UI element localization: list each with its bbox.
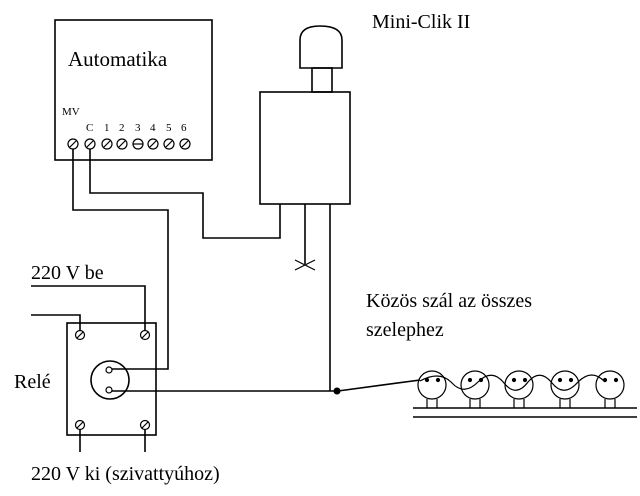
terminal-6-label: 6 — [181, 122, 187, 134]
screw-terminal-icon — [67, 138, 79, 150]
common-wire — [419, 374, 606, 391]
sensor-body — [259, 91, 351, 205]
terminal-2-label: 2 — [119, 122, 125, 134]
common-junction — [333, 387, 341, 395]
valve-icon — [417, 370, 447, 408]
relay-coil-icon — [90, 360, 130, 400]
screw-terminal-icon — [132, 138, 144, 150]
input-220-label: 220 V be — [31, 262, 104, 284]
screw-terminal-icon — [147, 138, 159, 150]
sensor-cap — [299, 25, 343, 69]
wires — [31, 149, 421, 452]
screw-terminal-icon — [84, 138, 96, 150]
valve-manifold — [413, 370, 637, 418]
terminal-c-label: C — [86, 122, 93, 134]
common-wire-label-1: Közös szál az összes — [366, 290, 532, 312]
relay-box — [66, 322, 157, 436]
relay-label: Relé — [14, 371, 51, 393]
screw-terminal-icon — [179, 138, 191, 150]
screw-terminal-icon — [74, 419, 86, 431]
terminal-5-label: 5 — [166, 122, 172, 134]
screw-terminal-icon — [163, 138, 175, 150]
controller-box — [54, 19, 213, 161]
common-wire-label-2: szelephez — [366, 319, 444, 341]
controller-title: Automatika — [68, 47, 168, 71]
sensor-label: Mini-Clik II — [372, 11, 470, 33]
cutter-icon — [294, 259, 316, 271]
screw-terminal-icon — [74, 329, 86, 341]
relay-terminals — [74, 329, 151, 431]
screw-terminal-icon — [101, 138, 113, 150]
screw-terminal-icon — [116, 138, 128, 150]
valve-icon — [550, 370, 580, 408]
valve-icon — [595, 370, 625, 408]
terminal-1-label: 1 — [104, 122, 110, 134]
terminal-3-label: 3 — [135, 122, 141, 134]
terminal-4-label: 4 — [150, 122, 156, 134]
terminal-strip — [67, 138, 191, 150]
output-220-label: 220 V ki (szivattyúhoz) — [31, 463, 220, 485]
terminal-mv-label: MV — [62, 106, 80, 118]
screw-terminal-icon — [139, 419, 151, 431]
sensor-neck — [311, 67, 333, 93]
screw-terminal-icon — [139, 329, 151, 341]
